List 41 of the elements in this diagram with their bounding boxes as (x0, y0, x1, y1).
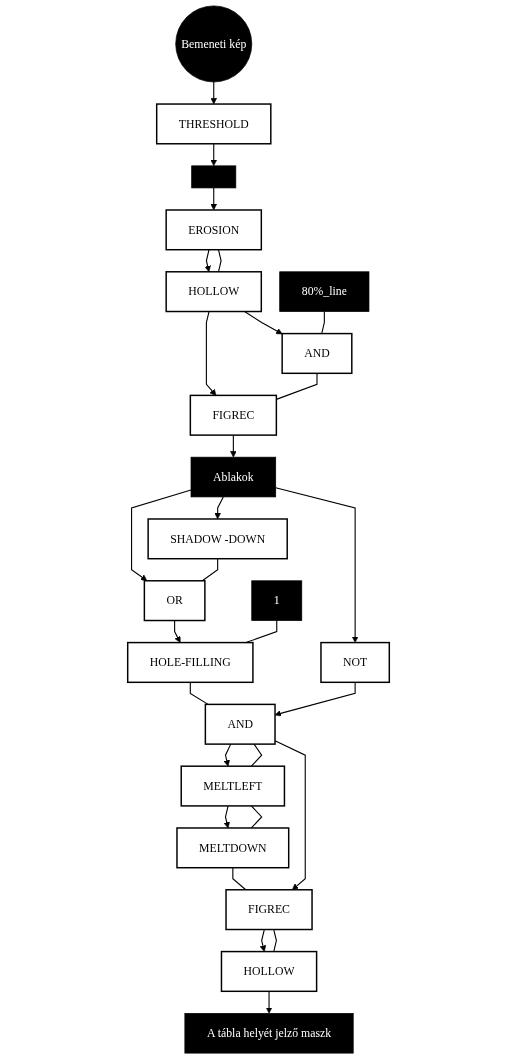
node-box: OR (143, 580, 206, 622)
arrow (210, 81, 217, 105)
node-box: EROSION (165, 209, 263, 251)
connector (232, 867, 247, 891)
node-circle: Bemeneti kép (175, 5, 253, 83)
node-box: Ablakok (190, 456, 277, 498)
node-box: NOT (320, 641, 391, 684)
node-box: AND (281, 332, 353, 375)
arrow (174, 619, 181, 643)
node-box: FIGREC (225, 889, 313, 931)
arrow (223, 743, 232, 767)
connector (321, 310, 325, 335)
node-box: 80%_line (279, 271, 370, 312)
arrow (275, 487, 359, 643)
arrow (214, 496, 224, 520)
node-box: FIGREC (189, 394, 278, 436)
arrow (210, 187, 217, 211)
node-box: HOLE-FILLING (126, 641, 254, 684)
node-box: SHADOW -DOWN (147, 518, 288, 560)
node-box: 1 (251, 580, 303, 621)
node-box: AND (204, 703, 276, 745)
node-box: MELTLEFT (180, 765, 286, 807)
arrow (204, 249, 211, 273)
node-box: A tábla helyét jelző maszk (184, 1013, 354, 1054)
arrow (230, 434, 237, 458)
connector (189, 681, 209, 705)
arrow (131, 489, 192, 582)
arrow (259, 928, 267, 952)
connector (201, 558, 219, 582)
arrow (210, 143, 217, 167)
node-box (191, 165, 237, 189)
arrow (265, 990, 273, 1014)
arrow (205, 310, 217, 396)
node-box: HOLLOW (165, 271, 263, 313)
arrow (244, 310, 283, 335)
node-box: HOLLOW (220, 950, 318, 993)
node-box: THRESHOLD (155, 103, 272, 145)
node-box: MELTDOWN (176, 827, 290, 869)
connector (217, 249, 222, 273)
connector (273, 928, 277, 953)
arrow (223, 805, 230, 829)
